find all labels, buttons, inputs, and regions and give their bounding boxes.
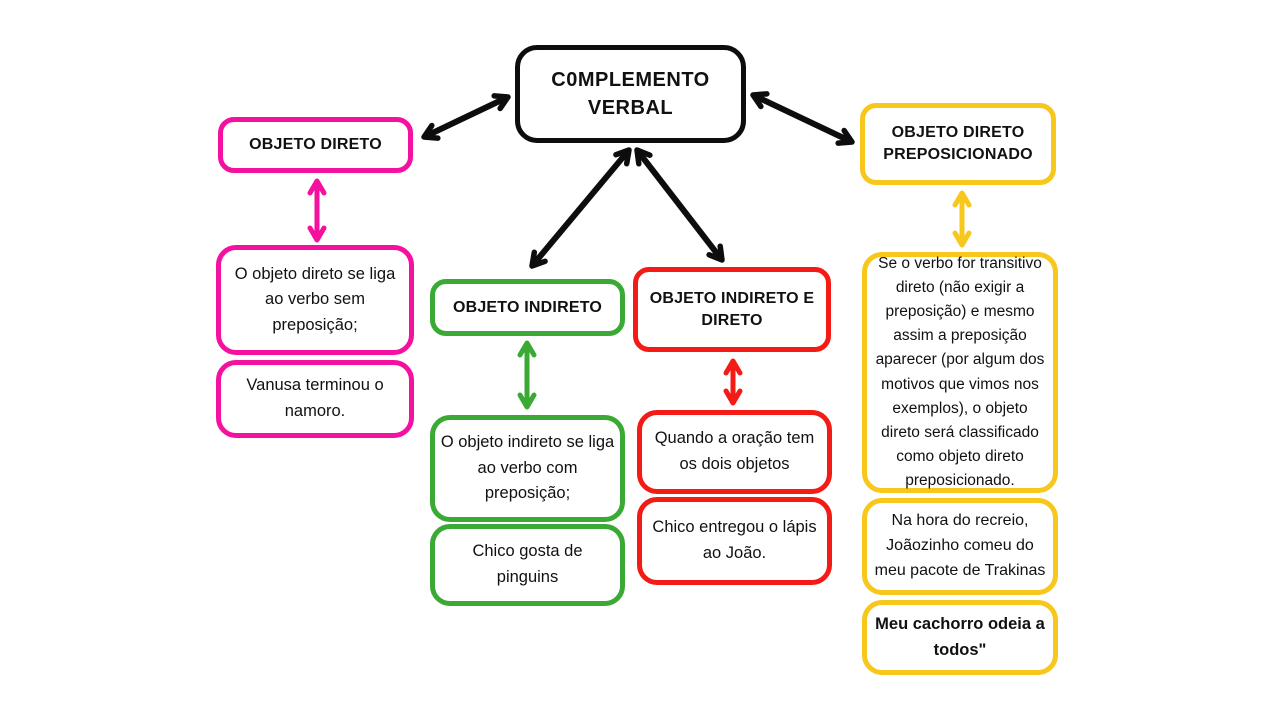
note-objeto-indireto-example: Chico gosta de pinguins (430, 524, 625, 606)
node-objeto-direto-label: OBJETO DIRETO (249, 136, 382, 154)
arrow-central-to-objeto-indireto (529, 147, 632, 269)
arrow-central-to-objeto-direto (421, 93, 511, 141)
central-node-title: C0MPLEMENTO VERBAL (551, 69, 710, 119)
note-text: Se o verbo for transitivo direto (não ex… (875, 255, 1045, 489)
note-text: Chico entregou o lápis ao João. (652, 518, 817, 562)
note-text: O objeto direto se liga ao verbo sem pre… (234, 264, 396, 334)
note-objeto-direto-example: Vanusa terminou o namoro. (216, 360, 414, 438)
node-objeto-indireto-e-direto: OBJETO INDIRETO E DIRETO (633, 267, 831, 352)
note-text: Quando a oração tem os dois objetos (654, 429, 815, 473)
note-text: Meu cachorro odeia a todos" (875, 614, 1045, 659)
note-objeto-direto-definition: O objeto direto se liga ao verbo sem pre… (216, 245, 414, 355)
node-objeto-direto-preposicionado-label: OBJETO DIRETO PREPOSICIONADO (883, 124, 1033, 163)
note-text: O objeto indireto se liga ao verbo com p… (440, 433, 615, 503)
note-objeto-indireto-e-direto-example: Chico entregou o lápis ao João. (637, 497, 832, 585)
arrow-central-to-objeto-indireto-e-direto (634, 147, 725, 263)
note-text: Vanusa terminou o namoro. (246, 376, 384, 420)
note-objeto-direto-preposicionado-example-1: Na hora do recreio, Joãozinho comeu do m… (862, 498, 1058, 595)
note-objeto-indireto-e-direto-definition: Quando a oração tem os dois objetos (637, 410, 832, 494)
note-text: Na hora do recreio, Joãozinho comeu do m… (874, 512, 1046, 579)
note-objeto-direto-preposicionado-definition: Se o verbo for transitivo direto (não ex… (862, 252, 1058, 493)
note-objeto-indireto-definition: O objeto indireto se liga ao verbo com p… (430, 415, 625, 522)
arrow-central-to-objeto-direto-preposicionado (750, 91, 855, 146)
node-objeto-direto-preposicionado: OBJETO DIRETO PREPOSICIONADO (860, 103, 1056, 185)
node-objeto-direto: OBJETO DIRETO (218, 117, 413, 173)
node-objeto-indireto: OBJETO INDIRETO (430, 279, 625, 336)
node-objeto-indireto-e-direto-label: OBJETO INDIRETO E DIRETO (649, 289, 815, 329)
note-text: Chico gosta de pinguins (472, 542, 583, 586)
node-objeto-indireto-label: OBJETO INDIRETO (452, 298, 603, 316)
note-objeto-direto-preposicionado-example-2: Meu cachorro odeia a todos" (862, 600, 1058, 675)
central-node: C0MPLEMENTO VERBAL (515, 45, 746, 143)
